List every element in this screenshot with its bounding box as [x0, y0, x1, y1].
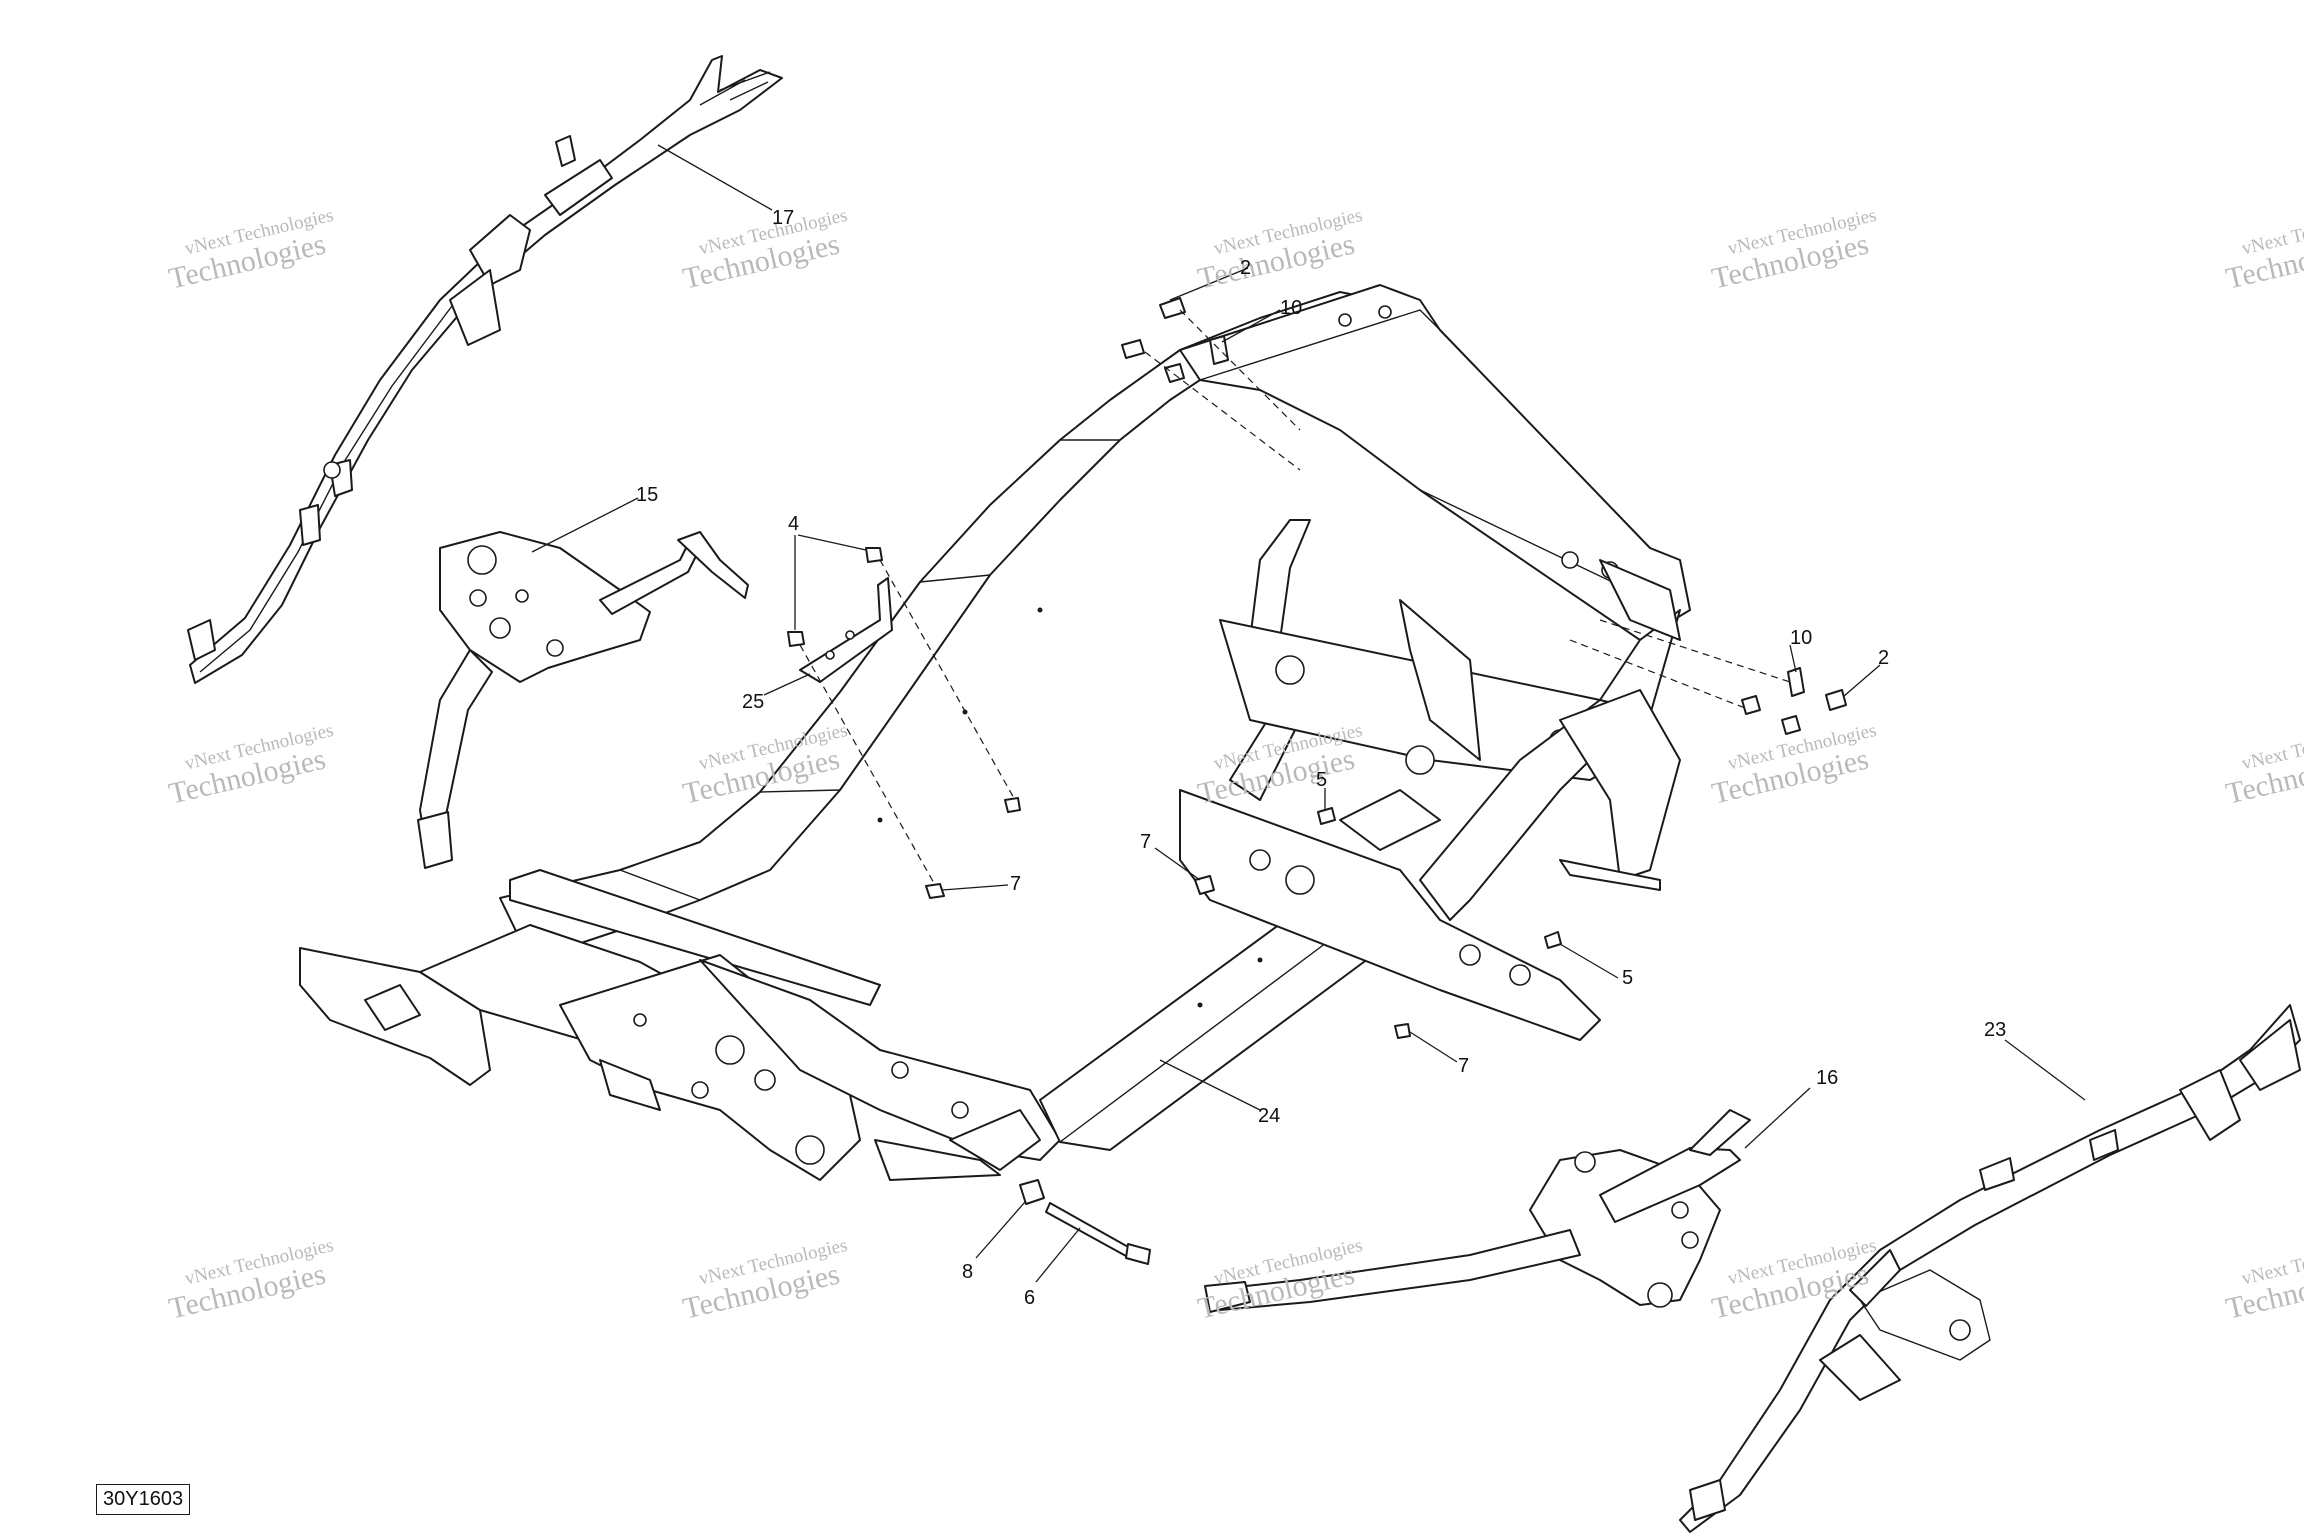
main-frame-front-section — [299, 869, 1061, 1181]
assembly-dashed-lines — [799, 309, 1791, 886]
callout-5-right: 5 — [1622, 967, 1634, 989]
part-15-left-footrest — [417, 531, 749, 869]
callout-6: 6 — [1024, 1287, 1036, 1309]
callout-24: 24 — [1258, 1105, 1281, 1127]
callout-15: 15 — [636, 484, 659, 506]
callout-4: 4 — [788, 513, 800, 535]
callout-25: 25 — [742, 691, 765, 713]
part-17-side-rail — [187, 55, 783, 684]
leader-lines — [531, 144, 2086, 1283]
part-25-bracket — [799, 577, 893, 683]
callout-10-right: 10 — [1790, 627, 1813, 649]
callout-10-top: 10 — [1280, 297, 1303, 319]
callout-2-top: 2 — [1240, 257, 1252, 279]
callout-7-mid: 7 — [1010, 873, 1022, 895]
diagram-reference-code: 30Y1603 — [96, 1484, 191, 1515]
callout-5-upper: 5 — [1316, 769, 1328, 791]
part-23-side-rail — [1679, 1004, 2301, 1533]
fasteners — [787, 297, 1847, 1265]
callout-8: 8 — [962, 1261, 974, 1283]
callout-7-lower: 7 — [1458, 1055, 1470, 1077]
callout-23: 23 — [1984, 1019, 2007, 1041]
main-frame-rear-cage — [1179, 284, 1691, 1041]
part-16-right-footrest — [1204, 1109, 1751, 1313]
callout-2-right: 2 — [1878, 647, 1890, 669]
callout-17: 17 — [772, 207, 795, 229]
callout-7-left: 7 — [1140, 831, 1152, 853]
callout-16: 16 — [1816, 1067, 1839, 1089]
